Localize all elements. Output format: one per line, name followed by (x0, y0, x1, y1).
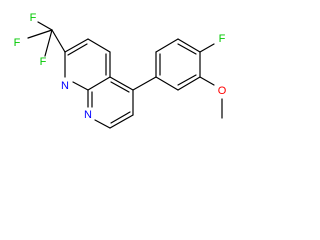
atom-f2: F (40, 56, 47, 68)
bond-ph3-ph4 (177, 38, 201, 53)
molecule-diagram: F F F N N F O (14, 12, 227, 129)
bond-c7-c6 (109, 114, 134, 129)
bond-cf-left (27, 29, 53, 39)
bond-ph5-ph6 (177, 76, 201, 91)
atom-n8: N (84, 109, 92, 121)
atom-f3: F (14, 37, 21, 49)
bond-c2-c3-double (67, 43, 88, 56)
atom-f4: F (219, 33, 226, 45)
bond-c5-phenyl (132, 76, 157, 91)
bond-cf-upper (37, 21, 53, 31)
atom-o1: O (218, 85, 227, 97)
bond-ph5-ph6-double (177, 74, 197, 86)
bond-cf3-ring (51, 29, 66, 53)
bond-n8-c7 (94, 119, 111, 129)
bond-c7-c6-double (110, 111, 131, 124)
bonds (27, 21, 223, 129)
atom-n1: N (61, 80, 69, 92)
bond-c5-c4a (109, 76, 134, 91)
atom-labels: F F F N N F O (14, 12, 227, 121)
bond-c4a-c8a (87, 76, 111, 91)
bond-ph4-f (199, 43, 215, 53)
bond-c8a-n1 (72, 81, 89, 91)
bond-ph5-o (199, 76, 215, 86)
structure-canvas: F F F N N F O (14, 12, 227, 129)
bond-ph6-ph1 (155, 76, 179, 91)
bond-ph3-ph4-double (177, 43, 197, 55)
bond-c3-c4 (87, 38, 111, 53)
bond-cf-lower (44, 29, 53, 57)
bond-ph2-ph3 (155, 38, 179, 53)
bond-c2-c3 (64, 38, 89, 53)
bond-c5-c4a-double (110, 81, 130, 93)
atom-f1: F (30, 12, 37, 24)
